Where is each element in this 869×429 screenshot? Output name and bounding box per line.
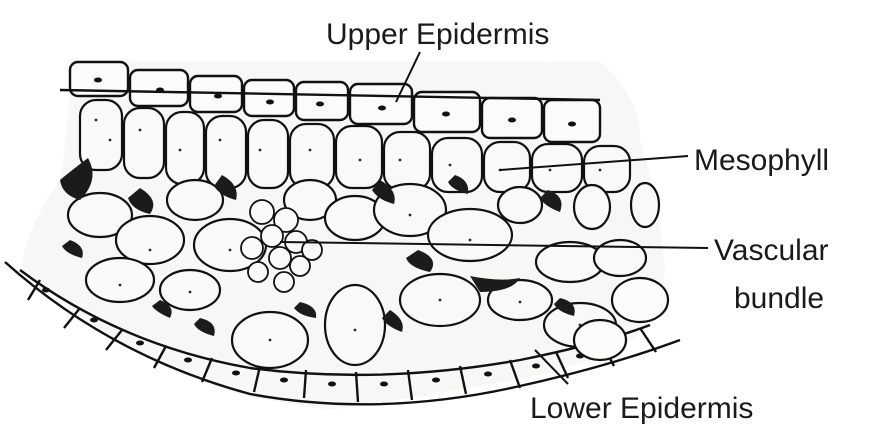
vascular-label-line1: Vascular — [714, 234, 829, 267]
mesophyll-label: Mesophyll — [694, 144, 829, 177]
upper-epidermis-label: Upper Epidermis — [326, 18, 549, 51]
vascular-label-line2: bundle — [734, 282, 824, 315]
lower-epidermis-label: Lower Epidermis — [530, 392, 753, 425]
